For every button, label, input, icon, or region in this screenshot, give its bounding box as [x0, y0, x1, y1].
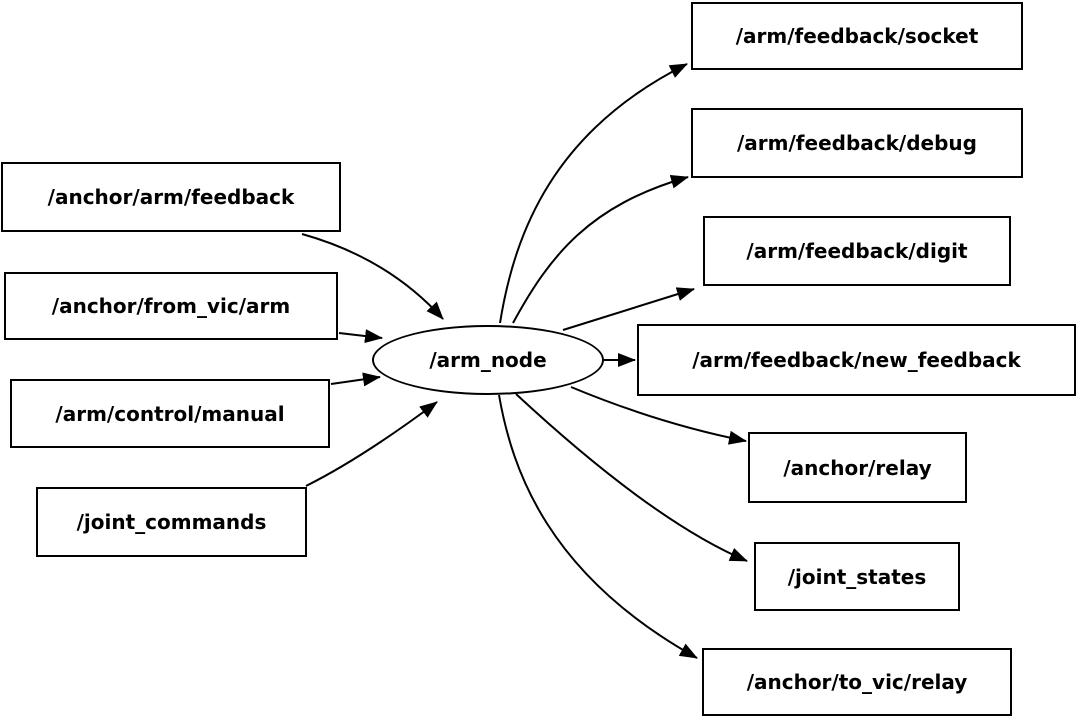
- edge-arm-node-to-joint-states: [515, 393, 748, 562]
- edge-arm-node-to-arm-feedback-debug: [512, 174, 689, 324]
- edge-joint-commands-to-arm-node: [305, 401, 438, 487]
- node-arm-feedback-digit: /arm/feedback/digit: [703, 216, 1011, 286]
- node-label: /anchor/to_vic/relay: [746, 670, 968, 694]
- edge-anchor-from-vic-arm-to-arm-node: [338, 329, 383, 343]
- node-label: /anchor/relay: [783, 455, 932, 480]
- edge-arm-node-to-arm-feedback-socket: [499, 63, 688, 324]
- node-label: /joint_states: [787, 564, 927, 589]
- node-arm-feedback-socket: /arm/feedback/socket: [691, 2, 1023, 70]
- edge-anchor-arm-feedback-to-arm-node: [301, 233, 444, 320]
- node-arm-feedback-new-feedback: /arm/feedback/new_feedback: [637, 324, 1076, 396]
- node-label: /arm/feedback/debug: [737, 131, 977, 155]
- node-label: /arm_node: [429, 348, 547, 372]
- node-arm-feedback-debug: /arm/feedback/debug: [691, 108, 1023, 178]
- edge-arm-node-to-arm-feedback-digit: [562, 287, 695, 331]
- node-label: /arm/feedback/new_feedback: [692, 348, 1021, 372]
- node-label: /anchor/arm/feedback: [47, 185, 295, 209]
- node-arm-control-manual: /arm/control/manual: [10, 379, 330, 448]
- edge-arm-node-to-anchor-to-vic-relay: [498, 394, 698, 659]
- node-label: /anchor/from_vic/arm: [51, 294, 291, 318]
- node-label: /arm/feedback/digit: [746, 239, 968, 263]
- node-anchor-relay: /anchor/relay: [748, 432, 967, 503]
- edge-arm-node-to-anchor-relay: [570, 386, 747, 445]
- node-anchor-to-vic-relay: /anchor/to_vic/relay: [702, 648, 1012, 716]
- edge-arm-control-manual-to-arm-node: [330, 372, 381, 387]
- node-anchor-arm-feedback: /anchor/arm/feedback: [1, 162, 341, 232]
- node-label: /joint_commands: [76, 510, 267, 534]
- node-arm-node: /arm_node: [372, 325, 604, 395]
- node-joint-states: /joint_states: [754, 542, 960, 611]
- node-label: /arm/feedback/socket: [735, 24, 979, 48]
- node-joint-commands: /joint_commands: [36, 487, 307, 557]
- node-anchor-from-vic-arm: /anchor/from_vic/arm: [4, 272, 338, 340]
- node-label: /arm/control/manual: [55, 401, 285, 426]
